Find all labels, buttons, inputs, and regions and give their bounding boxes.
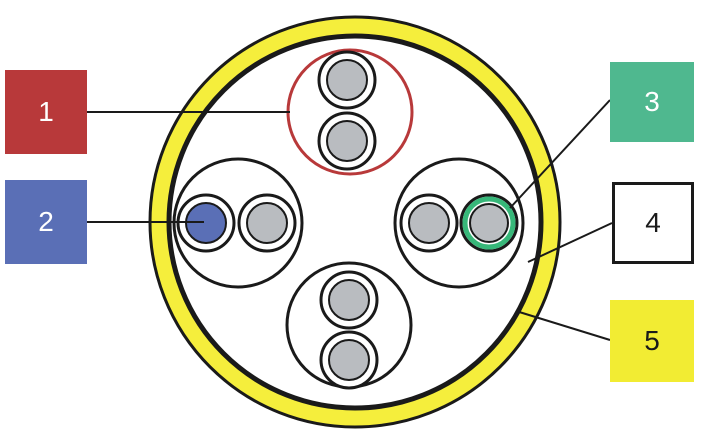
pair-outline [393, 157, 525, 289]
label-box-5: 5 [610, 300, 694, 382]
green-insulation-ring [462, 196, 516, 250]
label-5-text: 5 [644, 325, 660, 356]
leader-line-3 [509, 99, 611, 209]
label-box-1: 1 [5, 70, 87, 154]
label-box-2: 2 [5, 180, 87, 264]
label-box-4: 4 [612, 182, 694, 264]
label-box-3: 3 [610, 62, 694, 142]
leader-line-5 [515, 310, 611, 341]
conductor-core [326, 59, 368, 101]
conductor-core [246, 202, 288, 244]
label-2-text: 2 [38, 206, 54, 237]
conductor-core [469, 203, 509, 243]
twisted-pair-right [393, 157, 525, 289]
conductor-core [326, 120, 368, 162]
label-3-text: 3 [644, 86, 660, 117]
conductor-core [408, 202, 450, 244]
conductor-core [328, 339, 370, 381]
leader-line-4 [527, 222, 613, 263]
label-1-text: 1 [38, 96, 54, 127]
twisted-pair-top [286, 48, 414, 176]
label-4-text: 4 [645, 207, 661, 238]
twisted-pair-bottom [285, 261, 413, 390]
conductor-core [328, 279, 370, 321]
